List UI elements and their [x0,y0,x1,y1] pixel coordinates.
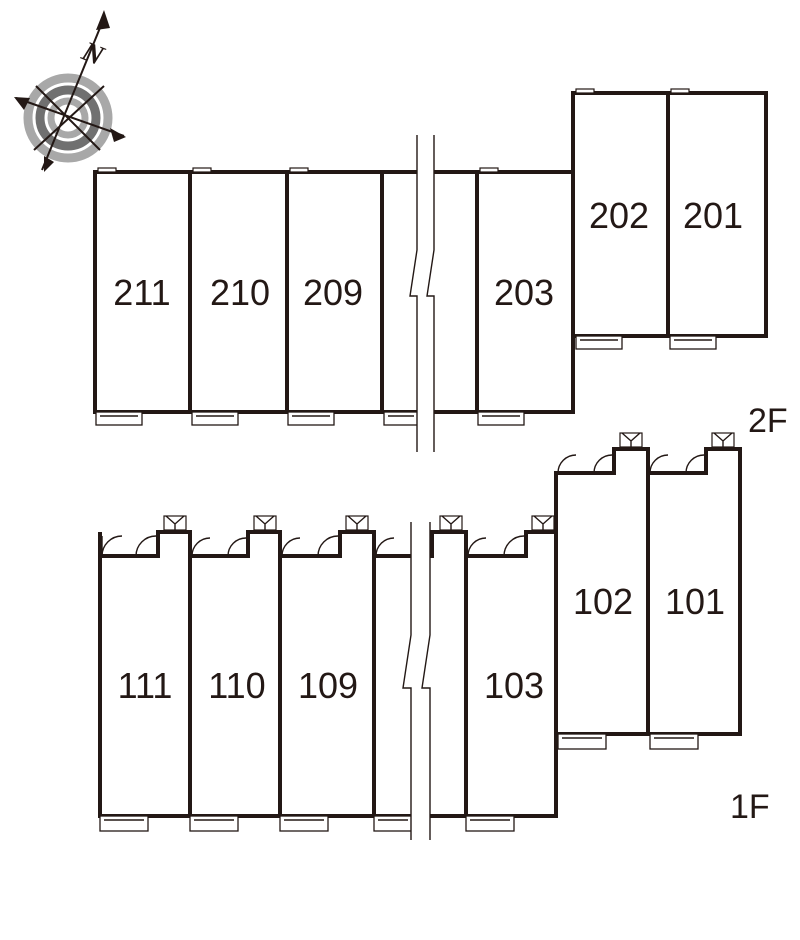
first-floor-meter-boxes [163,432,735,531]
room-203-outline [475,170,575,414]
room-201-label: 201 [683,195,743,236]
room-102-outline [554,447,650,736]
first-floor-door-swings [101,454,705,557]
room-103-label: 103 [484,665,544,706]
second-floor-balconies [95,335,717,426]
first-floor-balconies [99,733,699,832]
room-210-label: 210 [210,272,270,313]
floor-1f-label: 1F [730,788,770,826]
first-floor-plan: 111 110 109 103 102 101 1F [98,432,770,840]
compass-icon: N [14,10,126,172]
compass-north-label: N [77,36,110,73]
floor-2f-label: 2F [748,402,788,440]
room-210-outline [188,170,289,414]
first-floor-break-symbol [402,522,431,840]
room-211-label: 211 [113,272,170,313]
room-203-label: 203 [494,272,554,313]
room-211-outline [93,170,192,414]
room-109-label: 109 [298,665,358,706]
room-101-outline [646,447,742,736]
room-102-label: 102 [573,581,633,622]
room-111-label: 111 [118,665,173,706]
second-floor-plan: 211 210 209 203 202 201 2F [93,88,788,452]
room-101-label: 101 [665,581,725,622]
room-201-outline [666,91,768,338]
room-110-label: 110 [208,665,265,706]
second-floor-break-symbol [409,135,435,452]
room-209-label: 209 [303,272,363,313]
room-202-label: 202 [589,195,649,236]
